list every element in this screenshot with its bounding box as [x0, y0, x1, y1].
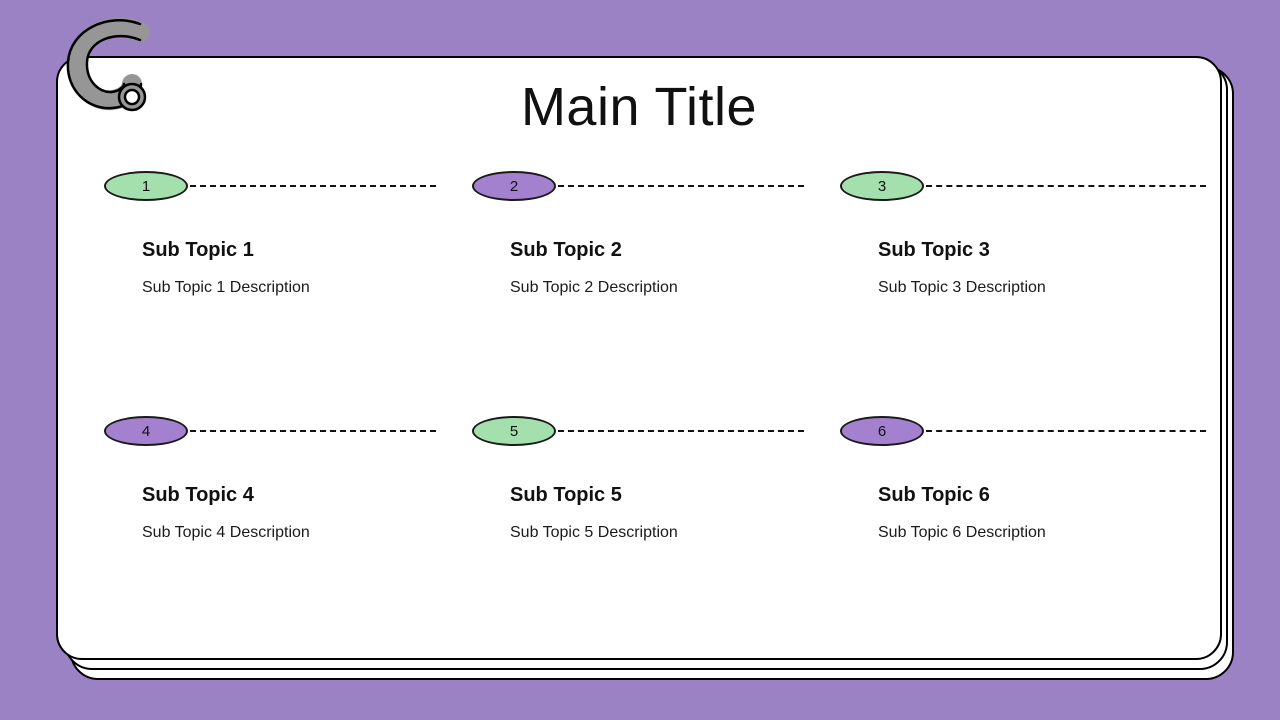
topic-description-6: Sub Topic 6 Description — [878, 524, 1046, 541]
dashed-connector-line-6 — [926, 430, 1206, 432]
topic-title-5: Sub Topic 5 — [510, 484, 622, 506]
topic-title-4: Sub Topic 4 — [142, 484, 254, 506]
topic-connector-5: 5 — [472, 411, 840, 451]
topic-connector-3: 3 — [840, 166, 1208, 206]
topic-number-badge-6: 6 — [840, 416, 924, 446]
topic-number-badge-3: 3 — [840, 171, 924, 201]
topic-title-2: Sub Topic 2 — [510, 239, 622, 261]
topic-number-badge-2: 2 — [472, 171, 556, 201]
topic-description-4: Sub Topic 4 Description — [142, 524, 310, 541]
topic-number-badge-5: 5 — [472, 416, 556, 446]
topic-description-5: Sub Topic 5 Description — [510, 524, 678, 541]
slide-card: Main Title 1 Sub Topic 1 Sub Topic 1 Des… — [56, 56, 1222, 660]
dashed-connector-line-4 — [190, 430, 436, 432]
topic-connector-6: 6 — [840, 411, 1208, 451]
topic-item-4[interactable]: 4 Sub Topic 4 Sub Topic 4 Description — [104, 411, 472, 656]
topic-item-1[interactable]: 1 Sub Topic 1 Sub Topic 1 Description — [104, 166, 472, 411]
topic-title-3: Sub Topic 3 — [878, 239, 990, 261]
topic-item-6[interactable]: 6 Sub Topic 6 Sub Topic 6 Description — [840, 411, 1208, 656]
topic-item-2[interactable]: 2 Sub Topic 2 Sub Topic 2 Description — [472, 166, 840, 411]
topic-title-6: Sub Topic 6 — [878, 484, 990, 506]
topic-item-3[interactable]: 3 Sub Topic 3 Sub Topic 3 Description — [840, 166, 1208, 411]
topic-connector-4: 4 — [104, 411, 472, 451]
topic-description-2: Sub Topic 2 Description — [510, 279, 678, 296]
page-title: Main Title — [520, 77, 758, 137]
topic-number-badge-4: 4 — [104, 416, 188, 446]
topic-description-1: Sub Topic 1 Description — [142, 279, 310, 296]
topic-connector-2: 2 — [472, 166, 840, 206]
dashed-connector-line-2 — [558, 185, 804, 187]
topic-connector-1: 1 — [104, 166, 472, 206]
topics-grid: 1 Sub Topic 1 Sub Topic 1 Description 2 … — [104, 166, 1206, 656]
dashed-connector-line-5 — [558, 430, 804, 432]
topic-number-badge-1: 1 — [104, 171, 188, 201]
topic-title-1: Sub Topic 1 — [142, 239, 254, 261]
dashed-connector-line-1 — [190, 185, 436, 187]
topic-description-3: Sub Topic 3 Description — [878, 279, 1046, 296]
dashed-connector-line-3 — [926, 185, 1206, 187]
topic-item-5[interactable]: 5 Sub Topic 5 Sub Topic 5 Description — [472, 411, 840, 656]
